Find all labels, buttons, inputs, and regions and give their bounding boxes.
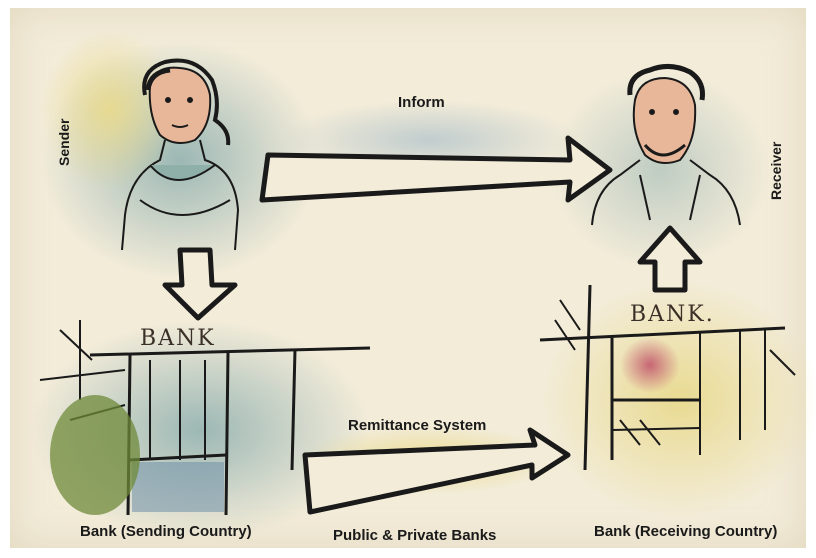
bush — [50, 395, 140, 515]
remittance-arrow — [302, 427, 571, 515]
up-arrow-bank-to-receiver — [637, 225, 703, 293]
down-arrow-sender-to-bank — [162, 247, 238, 321]
inform-label: Inform — [398, 94, 445, 111]
public-private-banks-label: Public & Private Banks — [333, 527, 497, 544]
sender-yellow-wash — [40, 30, 180, 190]
remittance-system-label: Remittance System — [348, 417, 487, 434]
bank-sending-label: Bank (Sending Country) — [80, 523, 252, 540]
bank-sign-receiving: BANK. — [630, 302, 715, 327]
bank-receiving-building — [539, 284, 796, 471]
receiver-wash — [550, 70, 770, 270]
receiver-figure — [591, 64, 741, 226]
inform-arrow — [259, 135, 613, 203]
sender-label: Sender — [56, 118, 72, 166]
bank-sign-sending: BANK — [140, 326, 216, 351]
bank-right-red — [620, 337, 680, 393]
bank-receiving-label: Bank (Receiving Country) — [594, 523, 778, 540]
sender-figure — [121, 58, 240, 251]
receiver-label: Receiver — [768, 141, 784, 200]
